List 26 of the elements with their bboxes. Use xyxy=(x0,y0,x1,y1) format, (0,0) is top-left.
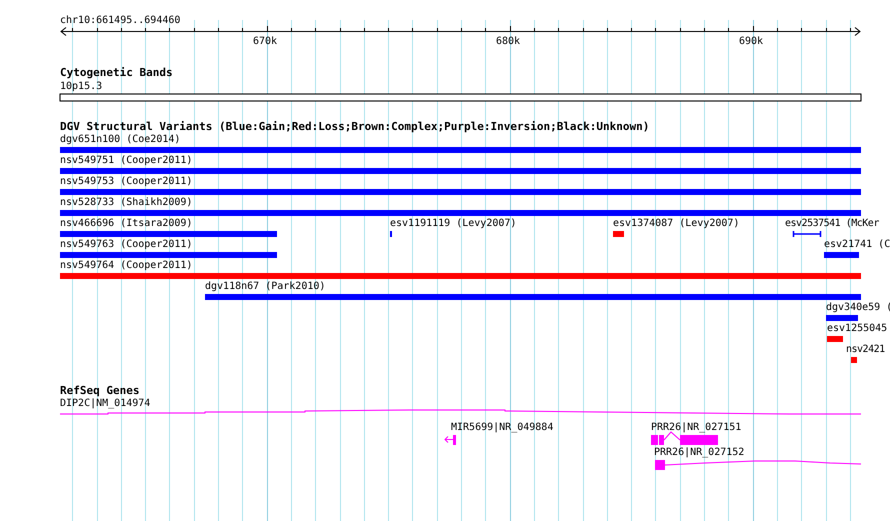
tick-label: 680k xyxy=(496,36,520,47)
variant-label: esv1374087 (Levy2007) xyxy=(613,218,740,229)
band-label: 10p15.3 xyxy=(60,81,102,92)
track-title: RefSeq Genes xyxy=(60,385,140,397)
variant-label: nsv2421 xyxy=(846,344,885,355)
coordinate-label: chr10:661495..694460 xyxy=(60,15,180,26)
variant-label: esv21741 (C xyxy=(824,239,890,250)
variant-label: esv2537541 (McKer xyxy=(785,218,879,229)
tick-label: 690k xyxy=(739,36,764,47)
variant-label: esv1255045 xyxy=(827,323,888,334)
gene-label: DIP2C|NM_014974 xyxy=(60,398,150,409)
variant-label: esv1191119 (Levy2007) xyxy=(390,218,516,229)
variant-label: dgv118n67 (Park2010) xyxy=(205,281,326,292)
variant-label: nsv549751 (Cooper2011) xyxy=(60,155,192,166)
variant-label: nsv466696 (Itsara2009) xyxy=(60,218,192,229)
variant-label: dgv651n100 (Coe2014) xyxy=(60,134,180,145)
gene-label: MIR5699|NR_049884 xyxy=(451,422,554,433)
gene-label: PRR26|NR_027152 xyxy=(654,447,744,458)
track-title: DGV Structural Variants (Blue:Gain;Red:Loss;Brown:Complex;Purple:Inversion;Black:Unknown) xyxy=(60,121,650,133)
variant-label: nsv549763 (Cooper2011) xyxy=(60,239,192,250)
variant-label: nsv549753 (Cooper2011) xyxy=(60,176,192,187)
tick-label: 670k xyxy=(253,36,278,47)
gene-label: PRR26|NR_027151 xyxy=(651,422,742,433)
variant-label: nsv528733 (Shaikh2009) xyxy=(60,197,192,208)
track-title: Cytogenetic Bands xyxy=(60,67,173,79)
variant-label: nsv549764 (Cooper2011) xyxy=(60,260,192,271)
